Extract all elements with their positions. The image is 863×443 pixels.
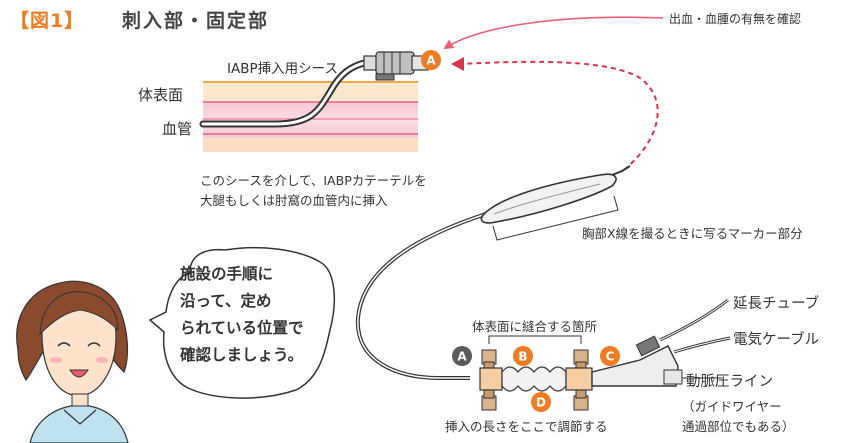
sheath-label: IABP挿入用シース xyxy=(227,61,338,77)
nurse-avatar xyxy=(16,280,129,443)
sheath-note-line2: 大腿もしくは肘窩の血管内に挿入 xyxy=(200,193,388,208)
vessel-label: 血管 xyxy=(162,120,193,138)
marker-bracket xyxy=(492,195,619,241)
bleeding-check-arrow xyxy=(443,16,664,50)
badge-a: A xyxy=(421,50,441,70)
bleeding-check-label: 出血・血腫の有無を確認 xyxy=(669,12,802,26)
speech-bubble xyxy=(148,246,336,399)
bubble-line3: られている位置で xyxy=(180,319,304,337)
badge-c: C xyxy=(600,346,620,366)
figure-label: 【図1】 xyxy=(10,10,85,32)
svg-text:C: C xyxy=(606,350,615,364)
arterial-line-label: 動脈圧ライン xyxy=(686,374,773,390)
extension-tube-label: 延長チューブ xyxy=(733,296,820,312)
svg-text:B: B xyxy=(518,350,527,364)
dashed-return-arrow xyxy=(451,57,659,171)
bubble-text: 施設の手順に 沿って、定め られている位置で 確認しましょう。 xyxy=(180,261,304,369)
badge-gray-a: A xyxy=(452,346,472,366)
balloon-marker-icon xyxy=(480,173,617,224)
page-title: 刺入部・固定部 xyxy=(122,10,270,32)
badge-b: B xyxy=(513,346,533,366)
suture-bracket xyxy=(488,335,582,344)
bubble-line1: 施設の手順に xyxy=(180,265,274,283)
skin-cross-section xyxy=(203,81,418,152)
guidewire-note-line1: （ガイドワイヤー xyxy=(682,399,782,414)
catheter-line xyxy=(355,165,631,380)
badge-d: D xyxy=(531,392,551,412)
svg-text:A: A xyxy=(426,54,436,68)
length-adjust-label: 挿入の長さをここで調節する xyxy=(445,419,608,434)
sheath-hub-icon xyxy=(363,51,429,81)
bubble-line2: 沿って、定め xyxy=(180,292,272,310)
bubble-line4: 確認しましょう。 xyxy=(180,346,304,364)
outgoing-tubes xyxy=(659,298,731,379)
svg-text:D: D xyxy=(536,396,546,410)
sheath-tube xyxy=(199,58,372,128)
electric-cable-label: 電気ケーブル xyxy=(733,332,820,348)
sheath-note-line1: このシースを介して、IABPカテーテルを xyxy=(200,173,427,188)
suture-point-label: 体表面に縫合する箇所 xyxy=(472,319,598,334)
svg-text:A: A xyxy=(457,350,467,364)
body-surface-label: 体表面 xyxy=(138,86,184,104)
guidewire-note-line2: 通過部位でもある） xyxy=(682,419,795,434)
marker-label: 胸部X線を撮るときに写るマーカー部分 xyxy=(582,226,803,241)
hub-assembly xyxy=(479,335,683,411)
